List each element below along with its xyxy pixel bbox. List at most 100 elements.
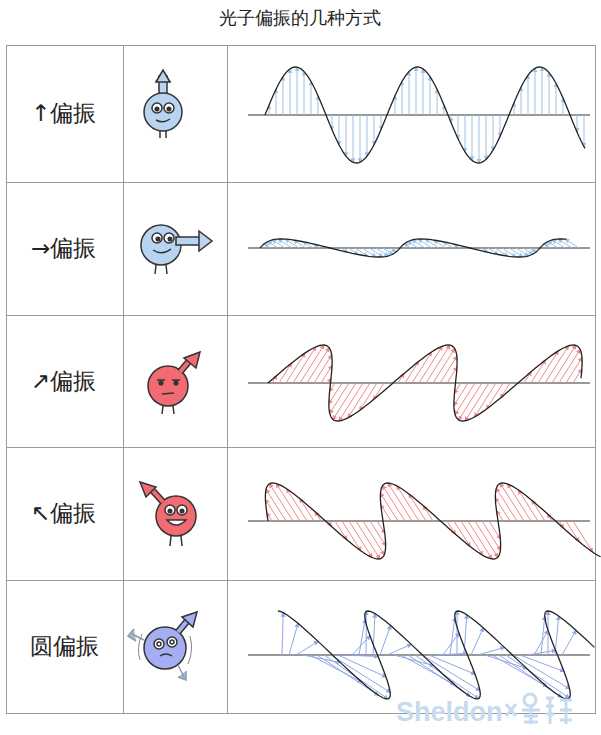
field-vector [383, 486, 405, 521]
field-vector [397, 486, 419, 521]
field-vector [404, 244, 411, 248]
field-vector [566, 358, 582, 383]
field-vector [289, 623, 298, 655]
field-vector [331, 655, 390, 692]
wave-envelope [278, 611, 594, 699]
field-vector [436, 653, 467, 655]
field-vector [552, 345, 576, 383]
wave-envelope [260, 239, 566, 257]
field-vector [300, 345, 324, 383]
field-vector [283, 77, 284, 115]
field-vector [478, 647, 504, 655]
field-vector [563, 98, 564, 115]
field-vector [333, 383, 356, 419]
field-vector [450, 618, 455, 655]
field-vector [422, 655, 480, 691]
wave-envelope [268, 345, 582, 421]
photon-up [144, 70, 182, 138]
propagation-axis [248, 247, 590, 248]
field-vector [573, 521, 593, 552]
row-label: ↑偏振 [31, 98, 96, 129]
field-vector [544, 244, 551, 248]
field-vector [282, 613, 283, 655]
field-vector [457, 611, 458, 655]
field-vector [380, 626, 391, 655]
propagation-axis [248, 654, 590, 655]
field-vector [359, 619, 365, 655]
field-vector [465, 115, 466, 152]
field-vector [556, 83, 557, 115]
photon-right [141, 225, 212, 274]
photon-diagonal-left [140, 482, 196, 546]
field-vector [573, 369, 582, 383]
field-vector [552, 240, 565, 248]
row-label: →偏振 [31, 233, 96, 264]
field-vector [317, 655, 378, 695]
field-vector [426, 345, 450, 383]
field-vector [558, 239, 572, 248]
field-vector [531, 360, 546, 383]
row-label: ↗偏振 [31, 366, 96, 397]
field-vector [416, 67, 417, 115]
field-vector [500, 115, 501, 136]
photon-diagonal-right [148, 352, 200, 414]
field-vector [366, 611, 367, 655]
field-vector [500, 483, 524, 521]
field-vector [528, 75, 529, 115]
field-vector [374, 115, 375, 145]
field-vector [430, 77, 431, 115]
field-vector [402, 81, 403, 115]
propagation-axis [248, 114, 590, 115]
field-vector [360, 115, 361, 162]
field-vector [314, 355, 332, 383]
field-vector [437, 89, 438, 115]
watermark-logo [506, 694, 572, 724]
field-vector [360, 383, 377, 410]
field-vector [380, 493, 398, 521]
field-vector [369, 248, 383, 257]
row-label: ↖偏振 [31, 498, 96, 529]
field-vector [487, 383, 503, 409]
field-vector [440, 356, 457, 383]
field-vector [516, 248, 528, 256]
wave-envelope [265, 483, 600, 559]
field-vector [530, 248, 536, 252]
field-vector [264, 244, 271, 248]
field-vector [356, 521, 380, 559]
field-vector [542, 67, 543, 115]
field-vector [458, 115, 459, 139]
field-vector [276, 89, 277, 115]
field-vector [471, 628, 483, 655]
field-vector [475, 521, 498, 557]
watermark: Sheldon [396, 697, 503, 728]
field-vector [419, 346, 442, 383]
field-vector [479, 115, 480, 163]
field-vector [388, 483, 412, 521]
field-vector [376, 248, 388, 256]
field-vector [353, 115, 354, 162]
field-vector [339, 383, 363, 421]
field-vector [454, 521, 470, 547]
field-vector [346, 115, 347, 156]
field-vector [296, 641, 318, 655]
field-vector [395, 96, 396, 115]
field-vector [482, 521, 500, 550]
field-vector [348, 383, 370, 418]
field-vector [390, 248, 396, 252]
field-vector [270, 484, 293, 521]
field-vector [485, 655, 527, 669]
wave-envelope [265, 67, 585, 163]
field-vector [508, 484, 531, 521]
field-vector [272, 240, 285, 248]
field-vector [329, 383, 342, 404]
field-vector [493, 115, 494, 150]
field-vector [349, 521, 372, 557]
field-vector [409, 72, 410, 115]
field-vector [521, 87, 522, 115]
field-vector [297, 67, 298, 115]
field-vector [513, 655, 570, 689]
field-vector [279, 363, 292, 383]
field-vector [423, 69, 424, 115]
field-vector [565, 239, 579, 248]
field-vector [433, 349, 455, 383]
